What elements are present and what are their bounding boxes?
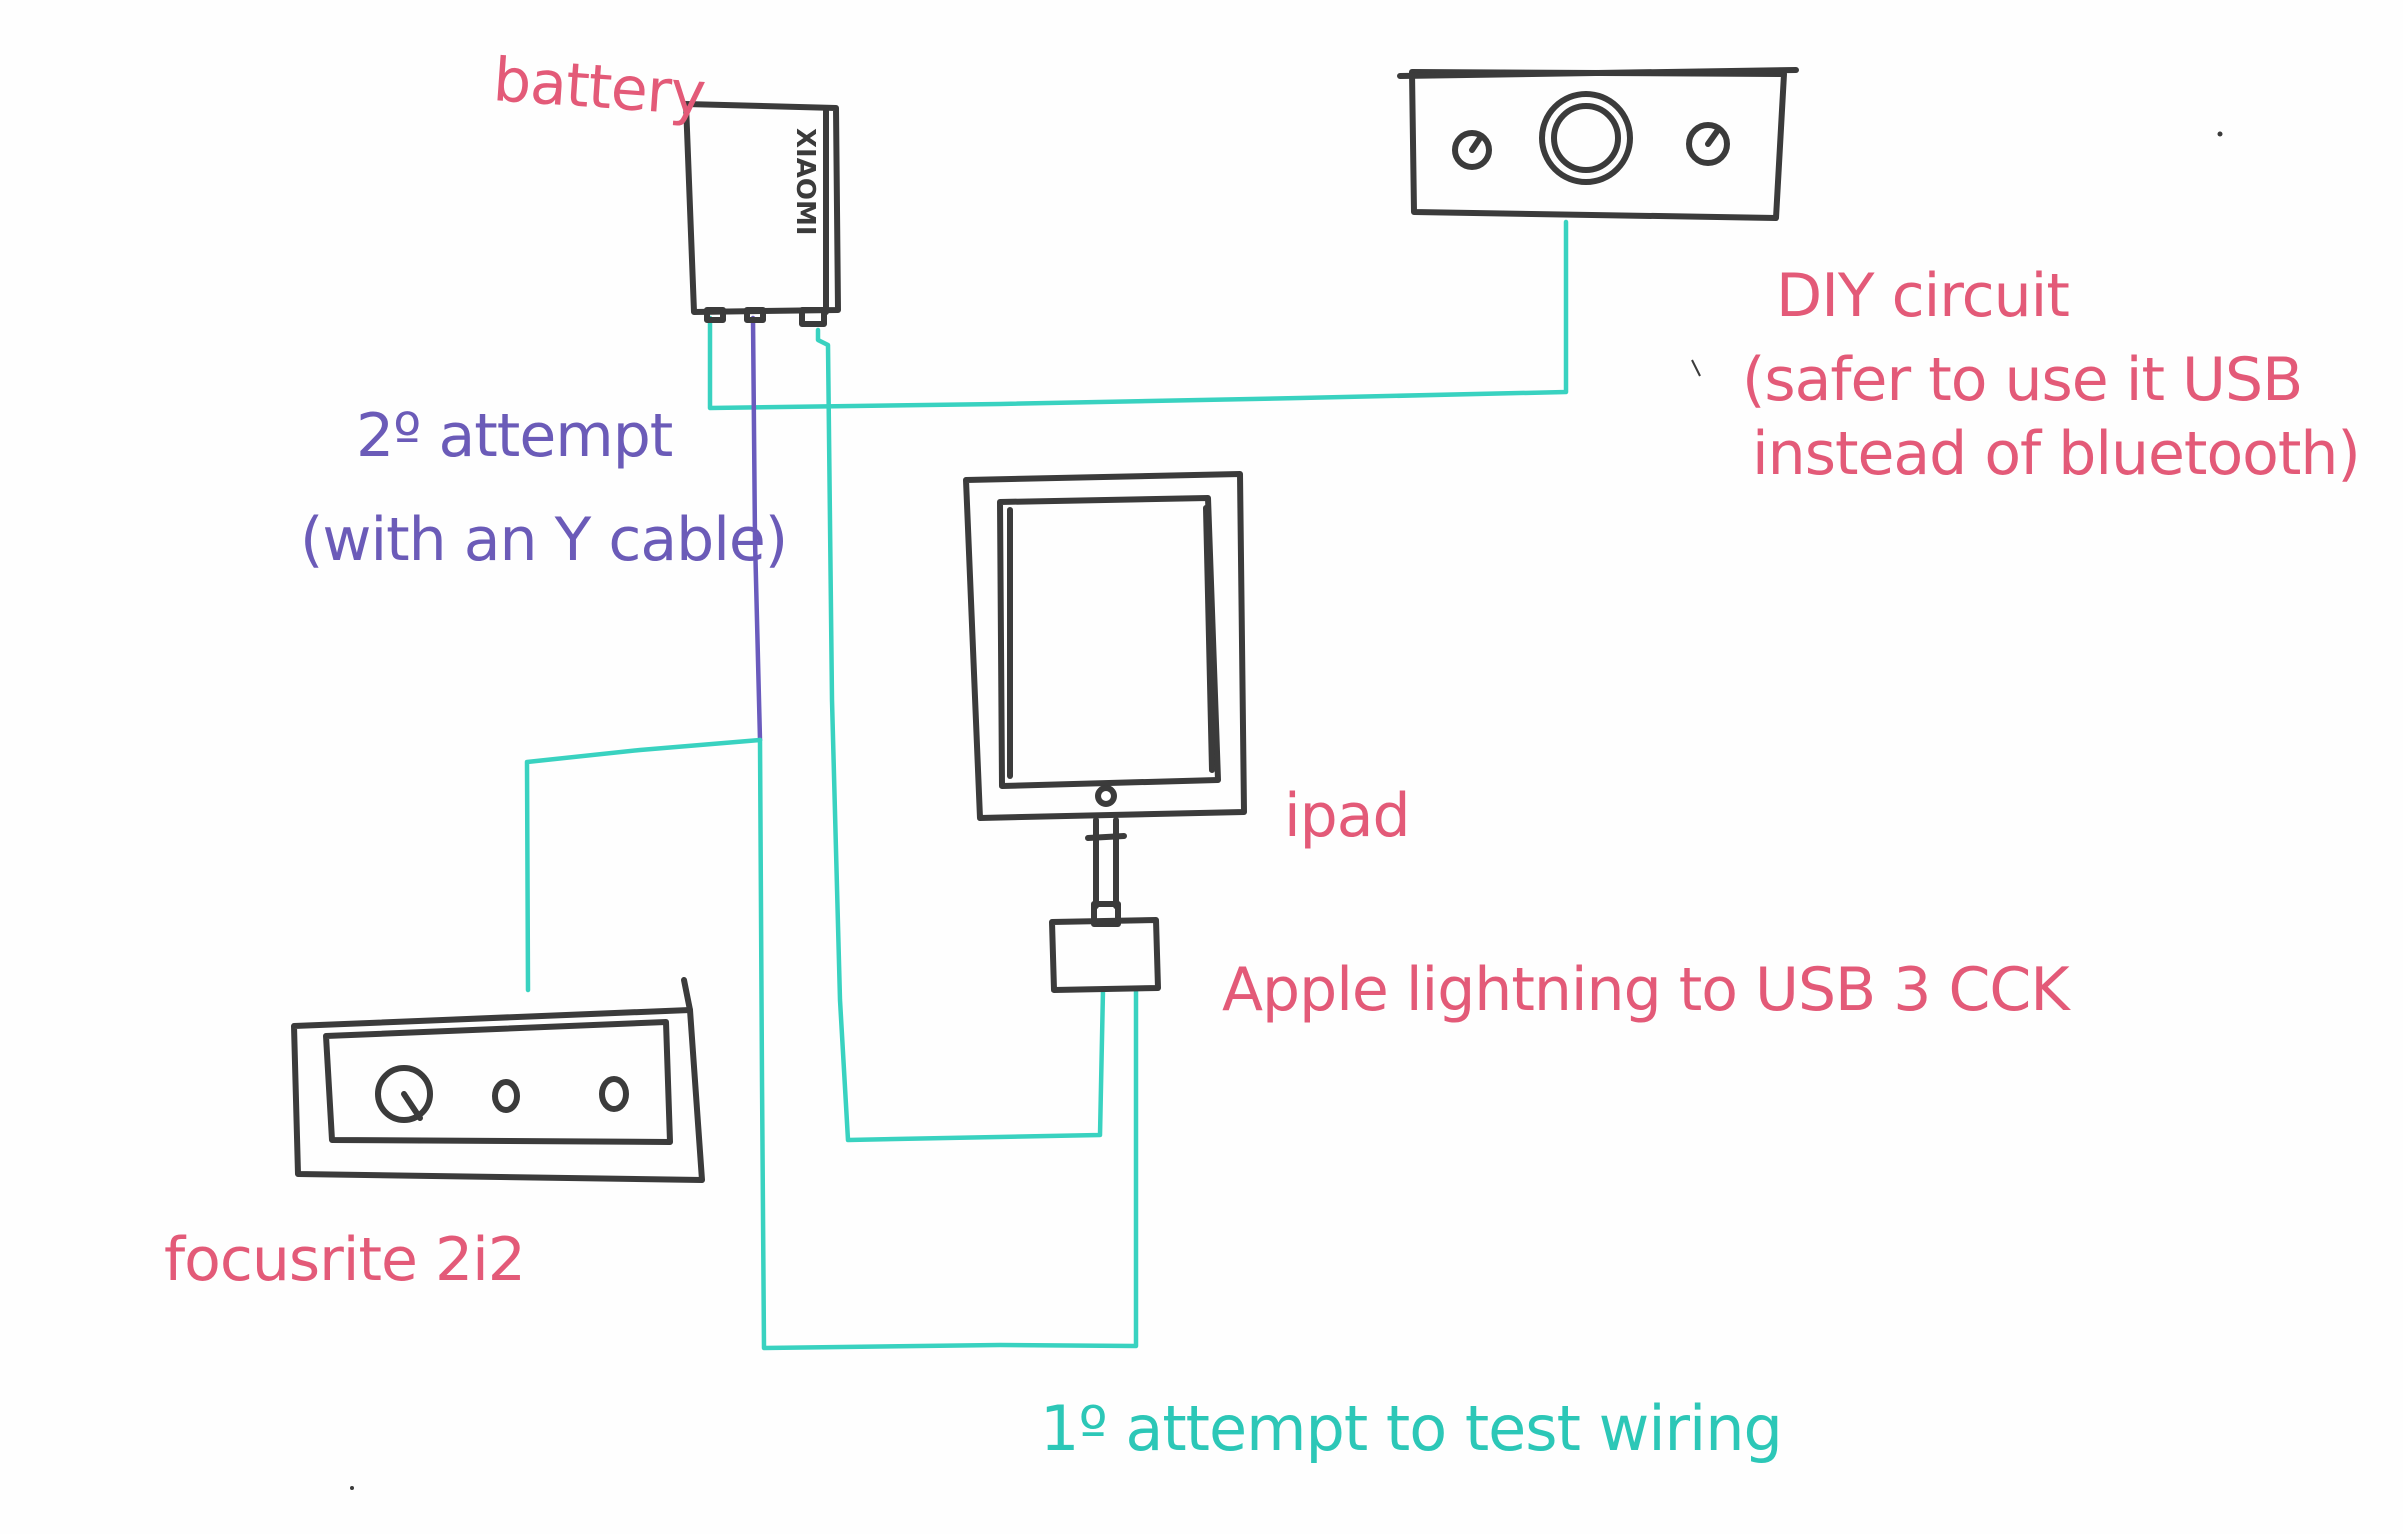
diy-right-knob — [1686, 122, 1730, 166]
wire-battery-to-diy-circuit — [707, 219, 1569, 411]
focusrite-device — [291, 977, 705, 1183]
second-attempt-label-line2: (with an Y cable) — [300, 505, 787, 575]
pen-dot-1 — [2217, 131, 2223, 137]
diy-main-knob — [1539, 91, 1633, 185]
wire-battery-to-adapter-left — [815, 327, 1106, 1143]
first-attempt-label: 1º attempt to test wiring — [1040, 1392, 1782, 1465]
pen-dot-2 — [350, 1486, 354, 1490]
wire-y-to-focusrite — [524, 737, 763, 993]
ipad-home-button — [1095, 785, 1117, 807]
diy-circuit-device — [1397, 67, 1799, 221]
wire-y-cable-purple — [750, 315, 763, 743]
wire-y-to-adapter-loop — [757, 737, 1139, 1351]
second-attempt-label-line1: 2º attempt — [356, 401, 673, 471]
diy-circuit-label-line2: (safer to use it USB — [1742, 345, 2302, 415]
apple-adapter-label: Apple lightning to USB 3 CCK — [1222, 955, 2071, 1025]
diy-circuit-label-line3: instead of bluetooth) — [1752, 419, 2360, 489]
diy-left-knob — [1452, 130, 1492, 170]
diy-circuit-label-line1: DIY circuit — [1776, 261, 2069, 331]
ipad-device — [963, 471, 1247, 927]
focusrite-knob-2 — [492, 1079, 520, 1113]
apple-cck-adapter — [1049, 917, 1161, 993]
battery-brand-text: XIAOMI — [790, 128, 820, 236]
pen-tick-1 — [1691, 359, 1701, 377]
battery-device: XIAOMI — [683, 101, 841, 327]
battery-label: battery — [491, 45, 707, 130]
focusrite-label: focusrite 2i2 — [164, 1225, 525, 1295]
focusrite-gain-knob — [375, 1065, 433, 1123]
ipad-label: ipad — [1284, 781, 1410, 851]
focusrite-knob-3 — [599, 1076, 629, 1112]
